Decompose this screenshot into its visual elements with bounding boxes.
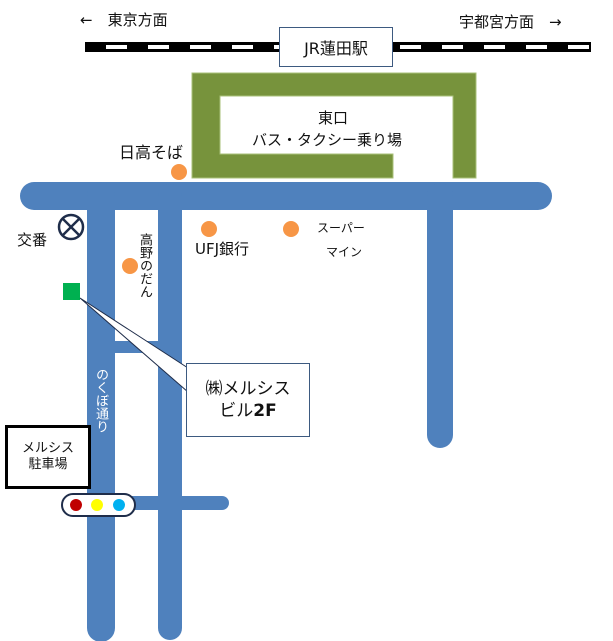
hidaka-soba-marker — [171, 164, 187, 180]
supermarket-marker — [283, 221, 299, 237]
police-box-label: 交番 — [17, 231, 48, 249]
utsunomiya-direction-label: 宇都宮方面 → — [459, 13, 562, 31]
supermarket-label-line1: スーパー — [317, 221, 365, 235]
building-marker — [63, 283, 80, 300]
destination-callout: ㈱メルシス ビル2F — [186, 363, 310, 437]
station-name: JR蓮田駅 — [304, 39, 368, 58]
circle-cross-icon — [57, 213, 85, 241]
bus-taxi-stand-label: バス・タクシー乗り場 — [252, 131, 403, 149]
hidaka-soba-label: 日高そば — [119, 143, 184, 162]
ufj-bank-label: UFJ銀行 — [195, 240, 250, 258]
tokyo-direction-label: ← 東京方面 — [80, 11, 168, 29]
parking-label-line2: 駐車場 — [28, 457, 68, 472]
east-exit-label: 東口 — [318, 109, 349, 127]
destination-company: ㈱メルシス — [205, 378, 291, 399]
nokubo-street-label: のくぼ通り — [92, 368, 108, 433]
takano-no-dan-label: 高野のだん — [136, 233, 152, 298]
destination-floor: 2F — [253, 401, 277, 421]
supermarket-label-line2: マイン — [326, 245, 363, 259]
parking-box: メルシス 駐車場 — [5, 425, 91, 489]
station-plaza — [191, 72, 477, 179]
takano-no-dan-marker — [122, 258, 138, 274]
ufj-bank-marker — [201, 221, 217, 237]
station-name-box: JR蓮田駅 — [279, 27, 393, 67]
destination-building-name: ビル — [219, 401, 254, 421]
destination-building: ビル2F — [219, 400, 276, 422]
parking-label-line1: メルシス — [21, 440, 74, 456]
traffic-light-icon — [61, 493, 136, 517]
roads — [20, 182, 552, 641]
